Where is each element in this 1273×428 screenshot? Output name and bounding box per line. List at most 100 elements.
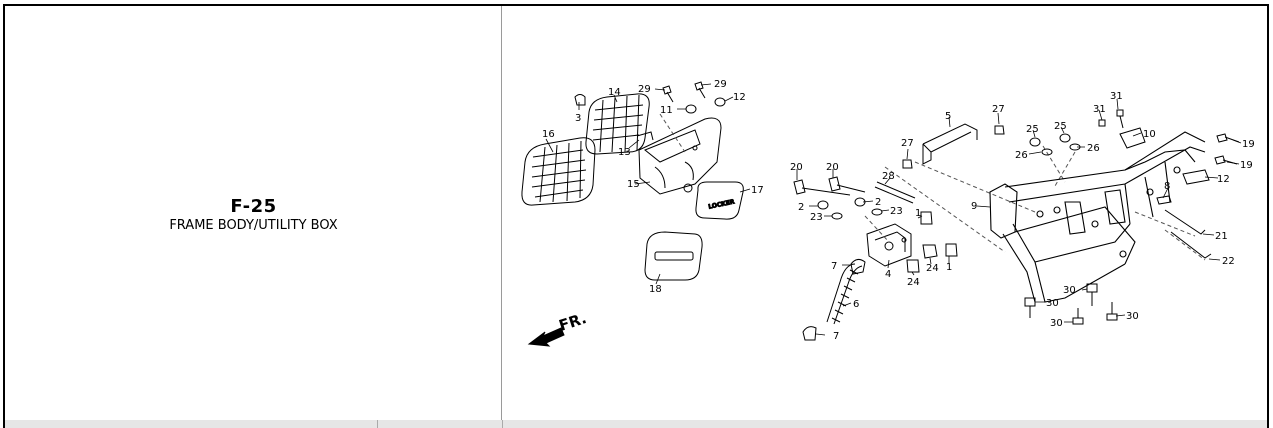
part-23-washer: [871, 208, 883, 216]
callout-12: 11: [660, 105, 673, 116]
callout-1: 1: [946, 262, 952, 273]
front-direction-arrow: [527, 327, 565, 347]
callout-23: 23: [890, 206, 903, 217]
callout-11: 12: [1217, 174, 1230, 185]
part-25-nut: [1059, 133, 1071, 143]
part-5-handle: [922, 123, 978, 165]
part-15-utility-box: [638, 117, 722, 195]
part-2-collar: [817, 200, 829, 210]
callout-23: 23: [810, 212, 823, 223]
part-7-clamp: [850, 258, 866, 275]
callout-24: 24: [907, 277, 920, 288]
part-27-grommet: [994, 125, 1005, 135]
callout-19: 19: [1240, 160, 1253, 171]
column-divider: [502, 420, 503, 428]
part-27-grommet: [902, 159, 913, 169]
part-14-grille-cover: [585, 93, 650, 155]
callout-16: 16: [542, 129, 555, 140]
callout-25: 25: [1054, 121, 1067, 132]
part-29-bolts: [662, 81, 706, 103]
callout-27: 27: [992, 104, 1005, 115]
callout-26: 26: [1087, 143, 1100, 154]
part-18-side-cover: [644, 231, 703, 281]
callout-19: 19: [1242, 139, 1255, 150]
part-9-main-frame: [989, 131, 1206, 303]
part-23-washer: [831, 212, 843, 220]
part-12-nut: [714, 97, 726, 107]
callout-28: 28: [882, 171, 895, 182]
part-30-bolt: [1086, 283, 1098, 306]
part-16-grille-cover: [521, 137, 596, 206]
callout-21: 21: [1215, 231, 1228, 242]
part-22-bolt: [1170, 231, 1212, 259]
callout-9: 9: [971, 201, 977, 212]
callout-7: 7: [833, 331, 839, 342]
callout-14: 14: [608, 87, 621, 98]
callout-30: 30: [1063, 285, 1076, 296]
part-30-bolt: [1024, 297, 1036, 318]
part-12-nut: [685, 104, 697, 114]
callout-6: 6: [853, 299, 859, 310]
callout-31: 31: [1110, 91, 1123, 102]
callout-10: 10: [1143, 129, 1156, 140]
part-21-bolt: [1164, 209, 1206, 235]
part-31-bolt: [1098, 119, 1106, 127]
diagram-title: FRAME BODY/UTILITY BOX: [169, 218, 338, 233]
part-3-clip: [574, 94, 586, 106]
front-direction-label: FR.: [557, 309, 589, 335]
callout-5: 5: [945, 111, 951, 122]
callout-22: 22: [1222, 256, 1235, 267]
part-30-bolt: [1106, 302, 1118, 321]
title-cell: F-25 FRAME BODY/UTILITY BOX: [5, 6, 502, 420]
diagram-cell: LOCKER: [503, 6, 1267, 420]
callout-30: 30: [1046, 298, 1059, 309]
part-28-tube: [874, 181, 916, 204]
part-17-lid: LOCKER: [695, 181, 744, 220]
callout-17: 17: [751, 185, 764, 196]
callout-15: 15: [627, 179, 640, 190]
bottom-row: [3, 420, 1269, 428]
callout-1: 1: [915, 208, 921, 219]
diagram-caption: F-25 FRAME BODY/UTILITY BOX: [5, 196, 502, 233]
callout-12: 12: [733, 92, 746, 103]
part-11-bracket: [1182, 169, 1210, 185]
callout-24: 24: [926, 263, 939, 274]
callout-18: 18: [649, 284, 662, 295]
callout-20: 20: [790, 162, 803, 173]
part-4-bracket: [866, 223, 912, 267]
callout-25: 25: [1026, 124, 1039, 135]
part-7-clamp: [802, 326, 817, 341]
callout-30: 30: [1126, 311, 1139, 322]
part-26-washer: [1041, 148, 1053, 156]
diagram-code: F-25: [230, 196, 277, 217]
part-1-rubber: [945, 243, 958, 257]
callout-8: 8: [1164, 181, 1170, 192]
part-25-nut: [1029, 137, 1041, 147]
callout-29: 29: [714, 79, 727, 90]
callout-3: 3: [575, 113, 581, 124]
callout-29: 29: [638, 84, 651, 95]
callout-31: 31: [1093, 104, 1106, 115]
callout-26: 26: [1015, 150, 1028, 161]
callout-2: 2: [875, 197, 881, 208]
part-10-bracket: [1119, 127, 1146, 149]
part-31-bolt: [1116, 109, 1124, 129]
part-24-rubber: [906, 259, 920, 273]
exploded-parts-diagram: LOCKER: [521, 79, 1255, 347]
callout-20: 20: [826, 162, 839, 173]
part-20-bolts: [793, 176, 866, 196]
callout-4: 4: [885, 269, 891, 280]
callout-2: 2: [798, 202, 804, 213]
column-divider: [377, 420, 378, 428]
locker-marking: LOCKER: [708, 198, 736, 210]
part-13-stay: [636, 131, 654, 141]
callout-13: 13: [618, 147, 631, 158]
callout-30: 30: [1050, 318, 1063, 329]
callout-7: 7: [831, 261, 837, 272]
part-1-rubber: [920, 211, 933, 225]
page-frame: F-25 FRAME BODY/UTILITY BOX: [3, 4, 1269, 420]
part-24-rubber: [922, 244, 938, 259]
part-8-plate: [1156, 195, 1172, 205]
callout-numbers: 16 14 3 29 29 11 12 13 15 17 18 20 20 2 …: [542, 79, 1255, 342]
part-30-bolt: [1072, 308, 1084, 325]
